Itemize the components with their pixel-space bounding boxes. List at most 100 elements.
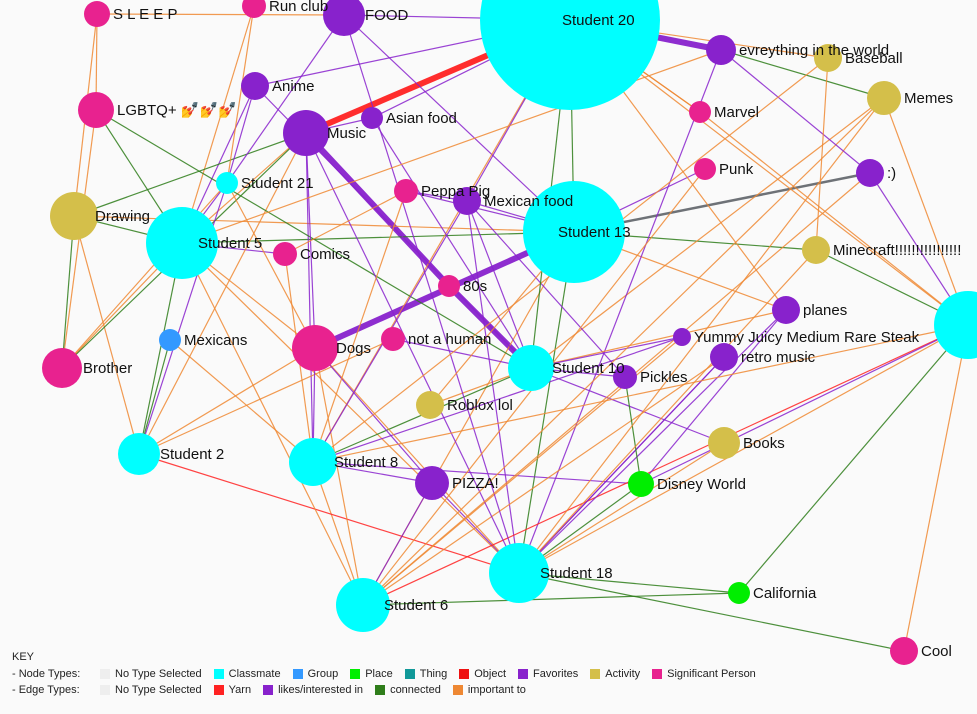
node-california[interactable]: [728, 582, 750, 604]
edge-edgeclassmate-student8-important-to[interactable]: [312, 324, 969, 463]
edge-runclub-student21-important-to[interactable]: [226, 5, 255, 184]
edge-student18-california-connected[interactable]: [518, 572, 740, 594]
edge-minecraft-student18-important-to[interactable]: [518, 249, 817, 574]
edge-smile-student6-important-to[interactable]: [362, 172, 871, 606]
edge-student13-food-likes-interested-in[interactable]: [343, 14, 575, 233]
node-music[interactable]: [283, 110, 329, 156]
edge-books-student18-important-to[interactable]: [518, 442, 725, 574]
node-minecraft[interactable]: [802, 236, 830, 264]
edge-student18-mexicanfood-likes-interested-in[interactable]: [466, 200, 520, 574]
edge-pickles-disney-connected[interactable]: [624, 376, 642, 485]
node-marvel[interactable]: [689, 101, 711, 123]
edge-student6-student5-important-to[interactable]: [181, 242, 364, 606]
node-food[interactable]: [323, 0, 365, 36]
node-eighties[interactable]: [438, 275, 460, 297]
edge-student18-everything-likes-interested-in[interactable]: [518, 49, 722, 574]
node-student13[interactable]: [523, 181, 625, 283]
node-memes[interactable]: [867, 81, 901, 115]
node-student10[interactable]: [508, 345, 554, 391]
node-peppapig[interactable]: [394, 179, 418, 203]
node-baseball[interactable]: [814, 44, 842, 72]
edge-sleep-food-important-to[interactable]: [96, 13, 345, 16]
node-yummy[interactable]: [673, 328, 691, 346]
node-comics[interactable]: [273, 242, 297, 266]
node-cool[interactable]: [890, 637, 918, 665]
edge-student18-edgeclassmate-important-to[interactable]: [518, 324, 969, 574]
node-mexicans[interactable]: [159, 329, 181, 351]
node-mexicanfood[interactable]: [453, 187, 481, 215]
node-student2[interactable]: [118, 433, 160, 475]
node-student8[interactable]: [289, 438, 337, 486]
node-runclub[interactable]: [242, 0, 266, 18]
edge-edgeclassmate-cool-important-to[interactable]: [903, 324, 969, 652]
edge-smile-everything-likes-interested-in[interactable]: [720, 49, 871, 174]
node-smile[interactable]: [856, 159, 884, 187]
edge-student6-edgeclassmate-yarn[interactable]: [362, 324, 969, 606]
edge-peppapig-student8-important-to[interactable]: [312, 190, 407, 463]
edge-marvel-edgeclassmate-important-to[interactable]: [699, 111, 969, 326]
node-edgeclassmate[interactable]: [934, 291, 977, 359]
edge-music-student18-likes-interested-in[interactable]: [305, 132, 520, 574]
edge-student18-student2-yarn[interactable]: [138, 453, 520, 574]
edge-yummy-student10-likes-interested-in[interactable]: [530, 336, 683, 369]
edge-mexicanfood-pickles-likes-interested-in[interactable]: [466, 200, 626, 378]
node-student21[interactable]: [216, 172, 238, 194]
edge-student21-food-likes-interested-in[interactable]: [226, 14, 345, 184]
edge-planes-student18-likes-interested-in[interactable]: [518, 309, 787, 574]
node-student6[interactable]: [336, 578, 390, 632]
node-anime[interactable]: [241, 72, 269, 100]
edge-student8-mexicans-important-to[interactable]: [169, 339, 314, 463]
node-sleep[interactable]: [84, 1, 110, 27]
node-brother[interactable]: [42, 348, 82, 388]
edge-memes-student6-important-to[interactable]: [362, 97, 885, 606]
edge-planes-disney-likes-interested-in[interactable]: [640, 309, 787, 485]
node-disney[interactable]: [628, 471, 654, 497]
edge-student8-yummy-likes-interested-in[interactable]: [312, 336, 683, 463]
edge-student6-california-connected[interactable]: [362, 592, 740, 606]
edge-student2-notahuman-important-to[interactable]: [138, 338, 394, 455]
node-drawing[interactable]: [50, 192, 98, 240]
edge-baseball-minecraft-important-to[interactable]: [815, 57, 829, 251]
edge-edgeclassmate-disney-likes-interested-in[interactable]: [640, 324, 969, 485]
edge-planes-student10-important-to[interactable]: [530, 309, 787, 369]
node-student5[interactable]: [146, 207, 218, 279]
node-retromusic[interactable]: [710, 343, 738, 371]
node-lgbtq[interactable]: [78, 92, 114, 128]
edge-student13-student5-connected[interactable]: [181, 231, 575, 244]
edge-memes-student18-important-to[interactable]: [518, 97, 885, 574]
edge-student2-dogs-important-to[interactable]: [138, 347, 316, 455]
edge-student2-drawing-important-to[interactable]: [73, 215, 140, 455]
edge-memes-everything-connected[interactable]: [720, 49, 885, 99]
node-planes[interactable]: [772, 296, 800, 324]
edge-student5-student18-important-to[interactable]: [181, 242, 520, 574]
edge-student10-mexicanfood-likes-interested-in[interactable]: [466, 200, 532, 369]
edge-student10-notahuman-likes-interested-in[interactable]: [392, 338, 532, 369]
edge-student18-cool-connected[interactable]: [518, 572, 905, 652]
edge-student8-disney-likes-interested-in[interactable]: [312, 461, 642, 485]
edge-edgeclassmate-california-connected[interactable]: [738, 324, 969, 594]
edge-asianfood-student10-likes-interested-in[interactable]: [371, 117, 532, 369]
node-books[interactable]: [708, 427, 740, 459]
edge-brother-drawing-connected[interactable]: [61, 215, 75, 369]
node-asianfood[interactable]: [361, 107, 383, 129]
edge-student6-dogs-important-to[interactable]: [314, 347, 364, 606]
edge-student8-music-likes-interested-in[interactable]: [305, 132, 314, 463]
edge-student10-memes-important-to[interactable]: [530, 97, 885, 369]
edge-student6-retromusic-important-to[interactable]: [362, 356, 725, 606]
node-punk[interactable]: [694, 158, 716, 180]
edge-student21-dogs-important-to[interactable]: [226, 182, 316, 349]
node-roblox[interactable]: [416, 391, 444, 419]
edge-dogs-pizza-likes-interested-in[interactable]: [314, 347, 433, 484]
edge-retromusic-student18-likes-interested-in[interactable]: [518, 356, 725, 574]
edge-student18-dogs-important-to[interactable]: [314, 347, 520, 574]
node-everything[interactable]: [706, 35, 736, 65]
node-notahuman[interactable]: [381, 327, 405, 351]
node-dogs[interactable]: [292, 325, 338, 371]
edge-comics-peppapig-important-to[interactable]: [284, 190, 407, 255]
node-student18[interactable]: [489, 543, 549, 603]
edge-student10-books-likes-interested-in[interactable]: [530, 367, 725, 444]
edge-student2-music-important-to[interactable]: [138, 132, 307, 455]
edge-edgeclassmate-memes-important-to[interactable]: [883, 97, 969, 326]
